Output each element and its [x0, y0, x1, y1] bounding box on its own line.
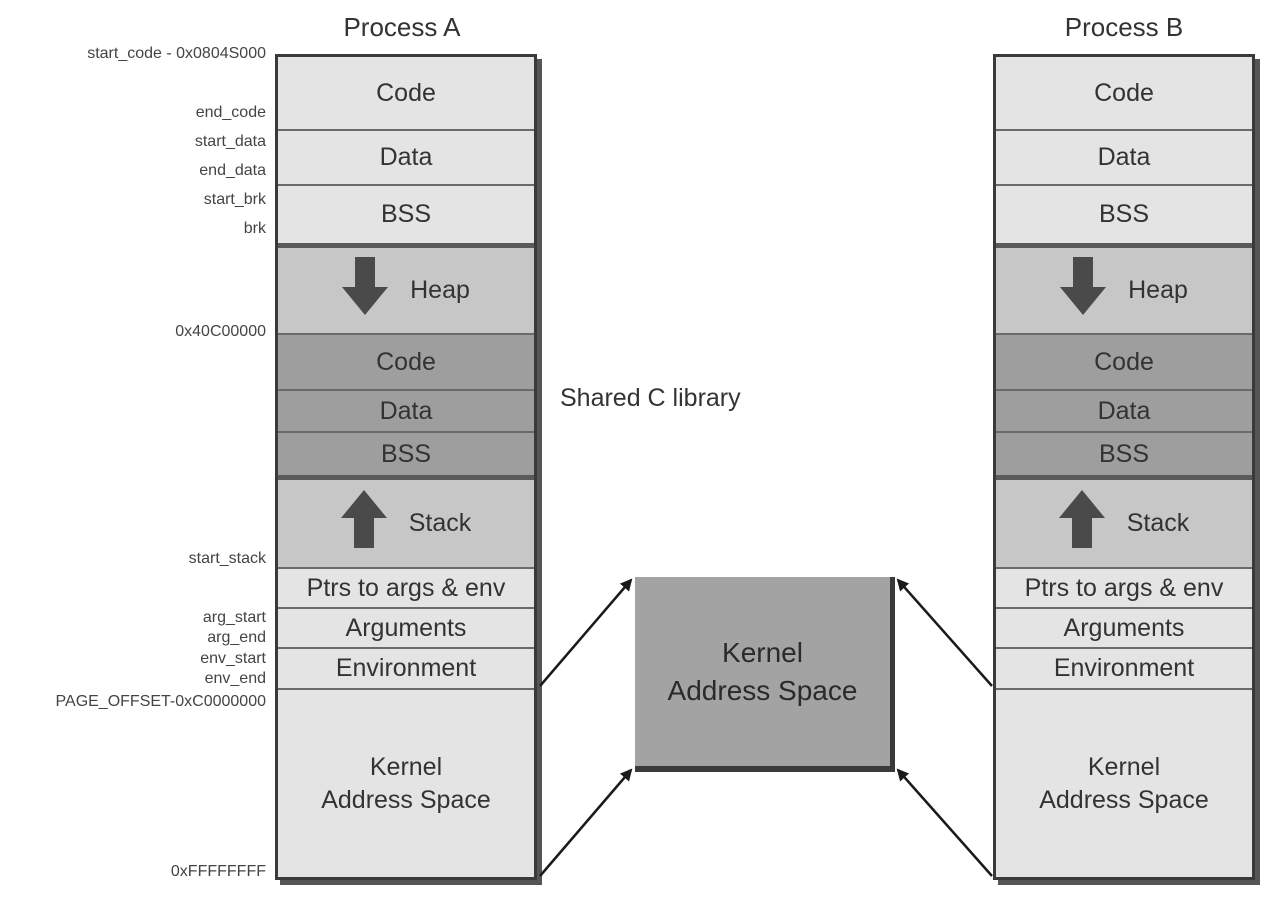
label-arg-end: arg_end: [207, 629, 266, 646]
segment-arguments-label: Arguments: [345, 613, 467, 642]
segment-code-label: Code: [1094, 78, 1154, 107]
arrow-down-icon: [1060, 257, 1107, 324]
segment-heap-label: Heap: [1128, 276, 1188, 305]
segment-lib-data-label: Data: [1097, 396, 1151, 425]
segment-lib-code-label: Code: [1094, 347, 1154, 376]
segment-kernel-line2: Address Space: [1039, 785, 1209, 814]
label-top-address: 0xFFFFFFFF: [170, 863, 266, 880]
process-a-memory-map: Code Data BSS Heap Code Data BSS Stack P…: [275, 54, 537, 880]
segment-environment: Environment: [278, 649, 534, 690]
segment-ptrs-label: Ptrs to args & env: [1024, 573, 1224, 602]
segment-bss: BSS: [996, 186, 1252, 248]
segment-bss-label: BSS: [380, 200, 432, 229]
shared-library-label: Shared C library: [560, 384, 741, 412]
segment-ptrs: Ptrs to args & env: [278, 569, 534, 609]
segment-heap: Heap: [278, 248, 534, 335]
label-start-stack: start_stack: [188, 550, 266, 567]
label-env-start: env_start: [200, 650, 266, 667]
segment-lib-bss: BSS: [278, 433, 534, 480]
segment-bss: BSS: [278, 186, 534, 248]
segment-kernel-line1: Kernel: [1087, 753, 1161, 781]
process-b-title: Process B: [1064, 12, 1184, 42]
arrow-down-icon: [342, 257, 389, 324]
segment-lib-code: Code: [996, 335, 1252, 391]
segment-lib-bss-label: BSS: [1098, 439, 1150, 468]
arrow-up-icon: [340, 490, 387, 557]
segment-ptrs-label: Ptrs to args & env: [306, 573, 506, 602]
label-end-data: end_data: [199, 162, 266, 179]
kernel-box-line2: Address Space: [667, 674, 858, 706]
segment-lib-bss-label: BSS: [380, 439, 432, 468]
segment-data-label: Data: [379, 143, 433, 172]
arrow-a-env-to-kernel: [539, 578, 633, 687]
segment-lib-code-label: Code: [376, 347, 436, 376]
segment-lib-bss: BSS: [996, 433, 1252, 480]
segment-environment-label: Environment: [1053, 654, 1195, 683]
process-a-title: Process A: [343, 12, 461, 42]
segment-bss-label: BSS: [1098, 200, 1150, 229]
segment-lib-code: Code: [278, 335, 534, 391]
segment-lib-data-label: Data: [379, 396, 433, 425]
kernel-box-line1: Kernel: [722, 636, 803, 668]
segment-data: Data: [278, 131, 534, 186]
segment-environment: Environment: [996, 649, 1252, 690]
segment-kernel-line1: Kernel: [369, 753, 443, 781]
segment-ptrs: Ptrs to args & env: [996, 569, 1252, 609]
segment-code: Code: [996, 57, 1252, 131]
segment-kernel-line2: Address Space: [321, 785, 491, 814]
segment-arguments: Arguments: [278, 609, 534, 649]
segment-stack: Stack: [278, 480, 534, 569]
label-start-data: start_data: [194, 133, 266, 150]
segment-heap-label: Heap: [410, 276, 470, 305]
label-brk: brk: [243, 220, 266, 237]
segment-stack: Stack: [996, 480, 1252, 569]
label-end-code: end_code: [195, 104, 266, 121]
label-start-brk: start_brk: [203, 191, 266, 208]
segment-lib-data: Data: [278, 391, 534, 433]
segment-code: Code: [278, 57, 534, 131]
arrow-up-icon: [1058, 490, 1105, 557]
segment-data-label: Data: [1097, 143, 1151, 172]
segment-code-label: Code: [376, 78, 436, 107]
label-env-end: env_end: [204, 670, 266, 687]
arrow-b-bottom-to-kernel: [896, 768, 993, 877]
segment-stack-label: Stack: [1126, 509, 1190, 538]
label-start-code: start_code - 0x0804S000: [87, 45, 266, 62]
segment-environment-label: Environment: [335, 654, 477, 683]
segment-stack-label: Stack: [408, 509, 472, 538]
arrow-b-env-to-kernel: [896, 578, 993, 687]
label-arg-start: arg_start: [202, 609, 266, 626]
segment-data: Data: [996, 131, 1252, 186]
segment-arguments: Arguments: [996, 609, 1252, 649]
label-page-offset: PAGE_OFFSET-0xC0000000: [55, 693, 266, 710]
label-lib-base: 0x40C00000: [175, 323, 266, 340]
segment-lib-data: Data: [996, 391, 1252, 433]
segment-heap: Heap: [996, 248, 1252, 335]
arrow-a-bottom-to-kernel: [539, 768, 633, 877]
segment-arguments-label: Arguments: [1063, 613, 1185, 642]
process-b-memory-map: Code Data BSS Heap Code Data BSS Stack P…: [993, 54, 1255, 880]
